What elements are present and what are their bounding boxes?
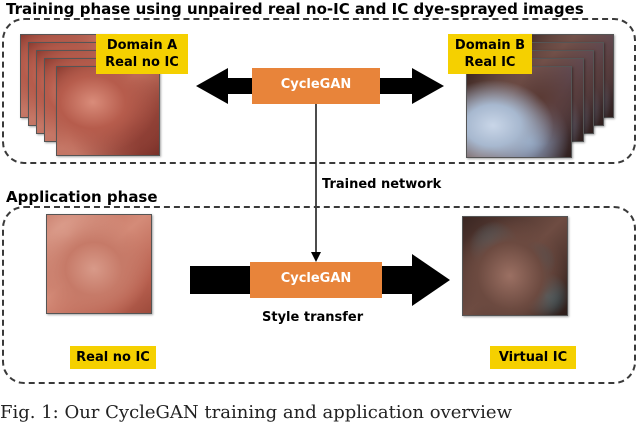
domain-b-label-line2: Real IC <box>464 55 516 70</box>
application-phase-title: Application phase <box>4 188 160 206</box>
domain-a-label-line1: Domain A <box>106 38 178 53</box>
training-cyclegan-box: CycleGAN <box>252 68 380 104</box>
application-phase-panel <box>2 206 636 384</box>
trained-network-arrowhead <box>311 252 321 262</box>
training-phase-title: Training phase using unpaired real no-IC… <box>4 0 586 18</box>
domain-b-label: Domain B Real IC <box>448 34 532 74</box>
domain-b-image <box>466 66 572 158</box>
domain-b-label-line1: Domain B <box>454 38 526 53</box>
training-phase-panel <box>2 18 636 164</box>
virtual-ic-image <box>462 216 568 316</box>
domain-a-label: Domain A Real no IC <box>96 34 188 74</box>
application-cyclegan-box: CycleGAN <box>250 262 382 298</box>
domain-a-image <box>56 66 160 156</box>
figure-caption: Fig. 1: Our CycleGAN training and applic… <box>0 402 512 423</box>
domain-a-label-line2: Real no IC <box>105 55 179 70</box>
style-transfer-label: Style transfer <box>262 310 364 325</box>
virtual-ic-label: Virtual IC <box>490 346 576 369</box>
real-input-label: Real no IC <box>70 346 156 369</box>
real-input-image <box>46 214 152 314</box>
trained-network-label: Trained network <box>322 177 442 192</box>
